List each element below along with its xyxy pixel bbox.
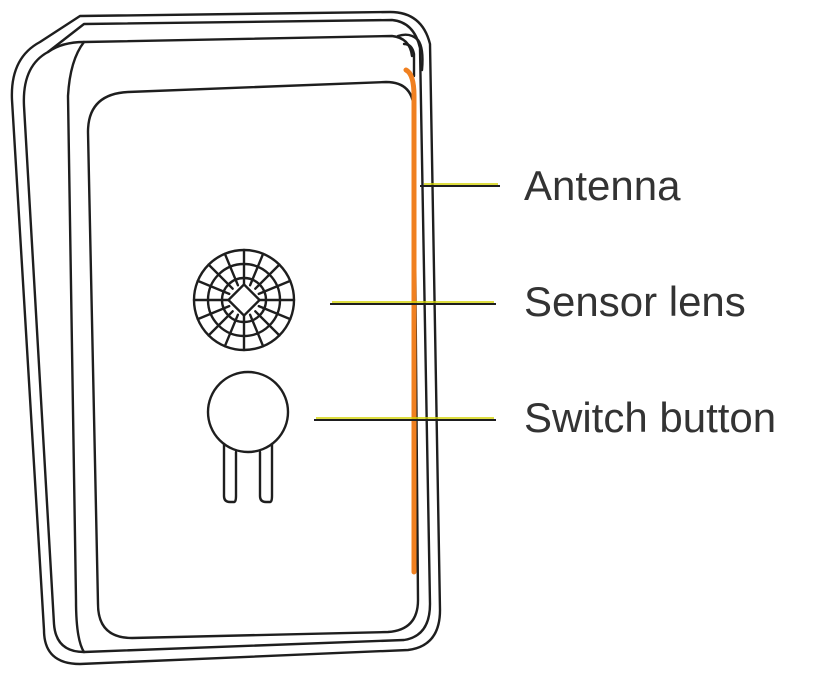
housing-left-bevel xyxy=(66,40,86,654)
sensor-lens-middle-ring xyxy=(220,276,268,324)
sensor-lens xyxy=(192,248,296,352)
housing-outer-shell xyxy=(10,10,442,666)
housing-inner-edge xyxy=(22,18,432,654)
housing-top-bevel xyxy=(46,34,414,58)
device-front-face xyxy=(86,80,420,640)
housing-corner-detail-2 xyxy=(402,42,416,78)
switch-button-label: Switch button xyxy=(524,394,776,441)
switch-button-ring xyxy=(206,370,290,454)
switch-button xyxy=(206,370,290,504)
antenna-label: Antenna xyxy=(524,162,681,209)
sensor-lens-center xyxy=(227,283,261,317)
sensor-lens-label: Sensor lens xyxy=(524,278,746,325)
housing-corner-detail xyxy=(396,33,424,72)
switch-button-slot xyxy=(222,442,274,504)
antenna xyxy=(403,67,417,575)
device-housing xyxy=(10,10,442,666)
sensor-lens-segments xyxy=(192,248,296,352)
